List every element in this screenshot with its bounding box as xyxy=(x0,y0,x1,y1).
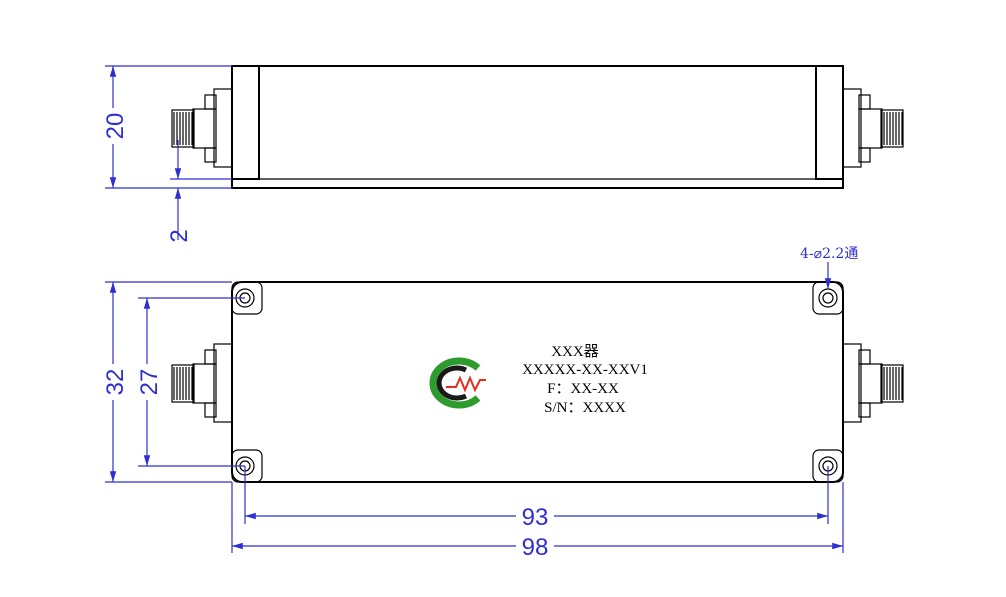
dim-hole-spacing-v-value: 27 xyxy=(136,369,163,396)
sma-connector-left-top xyxy=(171,88,233,168)
nameplate-model: XXXXX-XX-XXV1 xyxy=(522,362,648,378)
dim-length-value: 98 xyxy=(522,534,549,561)
top-view: 20 2 xyxy=(100,65,904,243)
dim-offset-value: 2 xyxy=(166,229,193,242)
top-body xyxy=(231,65,844,189)
mounting-holes xyxy=(235,288,838,476)
dim-height-top-value: 20 xyxy=(102,113,129,140)
company-logo xyxy=(429,357,486,409)
top-end-cap-right xyxy=(815,65,844,180)
dim-hole-spacing-h: 93 xyxy=(244,466,829,531)
dim-height-bottom: 32 xyxy=(100,281,232,483)
dim-hole-spacing-h-value: 93 xyxy=(522,504,549,531)
dim-length: 98 xyxy=(231,482,844,561)
dim-height-bottom-value: 32 xyxy=(102,369,129,396)
dim-hole-spacing-v: 27 xyxy=(134,297,245,467)
hole-note: 4-⌀2.2通 xyxy=(800,246,858,262)
dim-height-top: 20 xyxy=(100,65,232,189)
sma-connector-right-top xyxy=(842,88,904,168)
bottom-view: XXX器 XXXXX-XX-XXV1 F：XX-XX S/N：XXXX 4-⌀2… xyxy=(100,246,904,561)
nameplate: XXX器 XXXXX-XX-XXV1 F：XX-XX S/N：XXXX xyxy=(522,344,648,416)
dim-offset: 2 xyxy=(166,140,232,243)
top-end-cap-left xyxy=(231,65,260,180)
sma-connector-right-bottom xyxy=(842,343,904,423)
nameplate-product: XXX器 xyxy=(551,344,599,360)
hole-top-right xyxy=(818,288,838,308)
bottom-body xyxy=(231,281,844,483)
hole-callout: 4-⌀2.2通 xyxy=(800,246,858,289)
nameplate-frequency: F：XX-XX xyxy=(547,381,619,397)
sma-connector-left-bottom xyxy=(171,343,233,423)
nameplate-serial: S/N：XXXX xyxy=(544,400,626,416)
mounting-tabs xyxy=(231,281,844,483)
